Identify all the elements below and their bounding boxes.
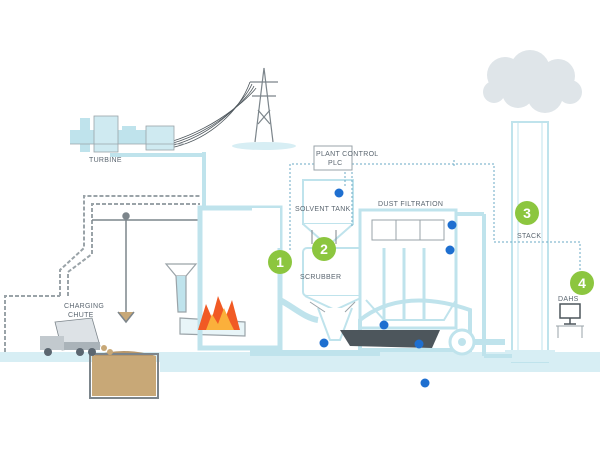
sensor-dot-icon — [319, 338, 329, 348]
sensor-dot-icon — [447, 220, 457, 230]
flue-ducts — [456, 212, 512, 358]
badge-2[interactable]: 2 — [312, 237, 336, 261]
turbine-icon — [70, 115, 206, 208]
solvent-tank-label: SOLVENT TANK — [295, 206, 351, 213]
waste-pit — [89, 351, 159, 399]
charging-chute-label-line2: CHUTE — [68, 312, 94, 319]
plc-label-line2: PLC — [328, 160, 343, 167]
transmission-tower-icon — [232, 67, 296, 150]
sensor-dot-icon — [334, 188, 344, 198]
control-lines — [289, 160, 581, 282]
sensor-dot-icon — [379, 320, 389, 330]
scrubber-label: SCRUBBER — [300, 274, 342, 281]
crane — [92, 212, 200, 324]
dahs-label: DAHS — [558, 296, 579, 303]
dump-truck-icon — [40, 317, 113, 356]
turbine-label: TURBINE — [89, 157, 122, 164]
badge-1[interactable]: 1 — [268, 250, 292, 274]
furnace — [197, 205, 283, 351]
badge-4[interactable]: 4 — [570, 271, 594, 295]
smoke-cloud-icon — [483, 50, 582, 113]
sensor-dot-icon — [445, 245, 455, 255]
sensor-dot-icon — [420, 378, 430, 388]
charging-building — [4, 195, 200, 352]
power-lines — [169, 81, 257, 149]
scrubber — [278, 247, 368, 341]
plc-label-line1: PLANT CONTROL — [316, 151, 379, 158]
sensor-dots — [319, 188, 457, 388]
badge-3[interactable]: 3 — [515, 201, 539, 225]
ground-pipes — [0, 350, 600, 372]
computer-monitor-icon — [556, 303, 584, 338]
dust-filtration — [340, 208, 476, 356]
sensor-dot-icon — [414, 339, 424, 349]
flame-icon — [198, 296, 240, 330]
charging-chute-label-line1: CHARGING — [64, 303, 105, 310]
solvent-tank — [302, 179, 354, 248]
stack-label: STACK — [517, 233, 542, 240]
plant-control-box — [313, 145, 353, 171]
dust-filtration-label: DUST FILTRATION — [378, 201, 444, 208]
